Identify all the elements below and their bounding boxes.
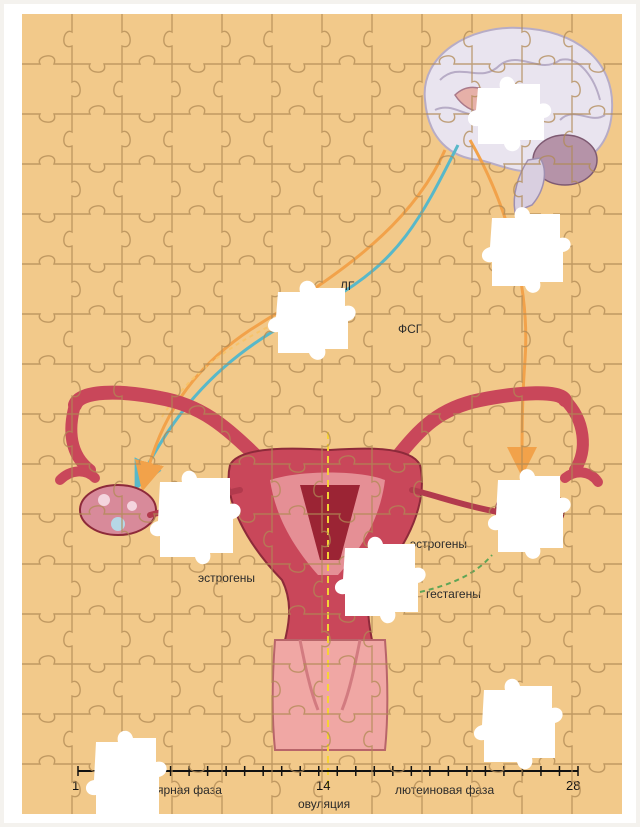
missing-piece-bottom-left[interactable] [86,731,167,816]
missing-piece-left-ovary[interactable] [150,471,241,564]
fsg-label: ФСГ [398,322,423,336]
estrogens-label-left: эстрогены [198,571,255,585]
missing-piece-right-upper[interactable] [482,207,571,293]
missing-piece-center[interactable] [268,281,356,360]
missing-piece-cervix[interactable] [335,537,426,623]
estrogens-label-right: эстрогены [410,537,467,551]
follicular-phase-label: лярная фаза [150,783,222,797]
tick-day-1: 1 [72,778,79,793]
tick-day-14: 14 [316,778,330,793]
missing-piece-bottom-right[interactable] [474,679,563,769]
ovulation-label: овуляция [298,797,350,811]
tick-day-28: 28 [566,778,580,793]
missing-piece-right-ovary[interactable] [488,469,571,559]
